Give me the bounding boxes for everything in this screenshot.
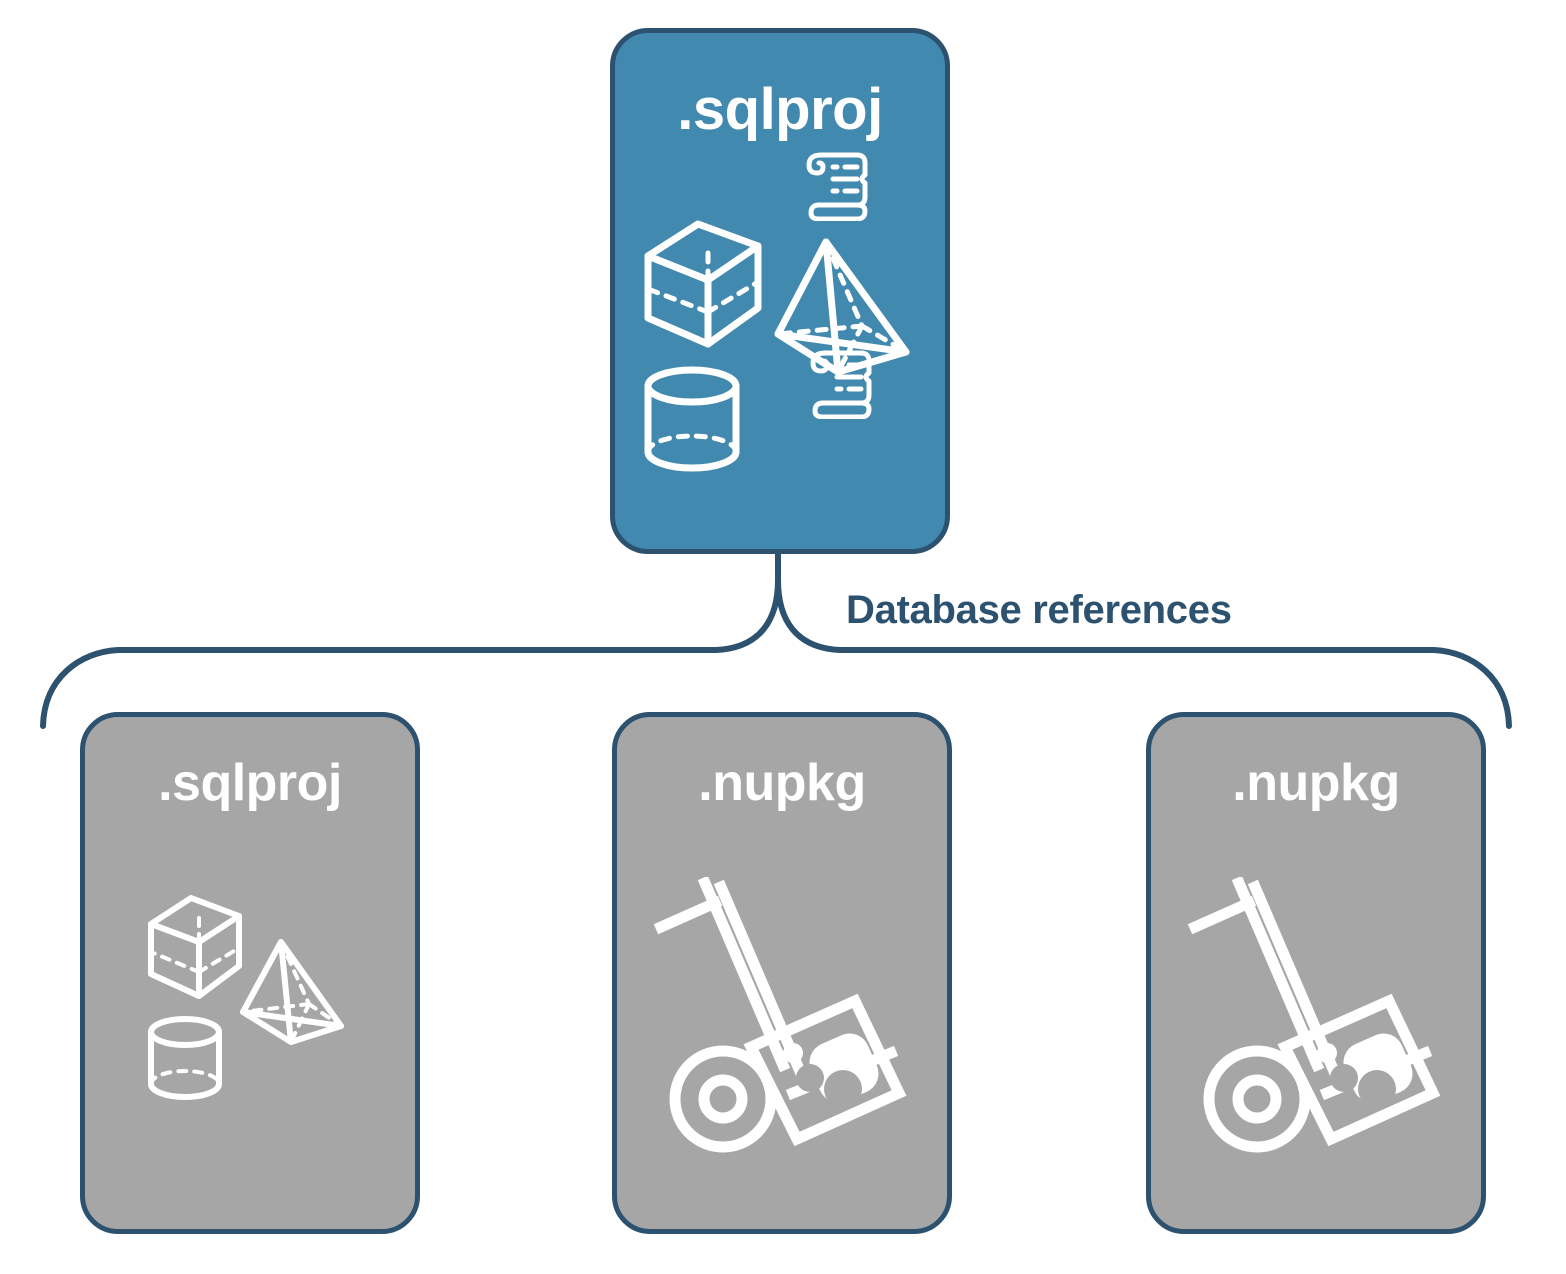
cube-icon bbox=[644, 220, 762, 348]
node-title-ref-2: .nupkg bbox=[698, 754, 866, 812]
node-title-ref-1: .sqlproj bbox=[158, 754, 342, 812]
pyramid-icon bbox=[774, 238, 910, 376]
root-shapes-and-scrolls bbox=[644, 220, 910, 472]
node-sqlproj-reference[interactable]: .sqlproj bbox=[80, 712, 420, 1234]
package-logo bbox=[783, 1033, 879, 1108]
connector-label: Database references bbox=[846, 588, 1232, 632]
node-nupkg-reference-2[interactable]: .nupkg bbox=[1146, 712, 1486, 1234]
package-logo bbox=[1317, 1033, 1413, 1108]
ref-1-icon-group bbox=[85, 809, 415, 1229]
ref-2-icon-group bbox=[617, 809, 947, 1229]
pyramid-icon bbox=[240, 939, 344, 1045]
node-title-ref-3: .nupkg bbox=[1232, 754, 1400, 812]
cylinder-icon bbox=[148, 1016, 222, 1100]
node-nupkg-reference-1[interactable]: .nupkg bbox=[612, 712, 952, 1234]
root-icon-group bbox=[615, 139, 945, 549]
scroll-icon bbox=[810, 350, 872, 419]
node-sqlproj-root[interactable]: .sqlproj bbox=[610, 28, 950, 554]
dolly-wheel bbox=[1203, 1045, 1311, 1153]
hand-truck-package-icon bbox=[1187, 877, 1441, 1153]
cube-icon bbox=[148, 895, 242, 999]
scroll-icon bbox=[806, 152, 868, 221]
ref-3-icon-group bbox=[1151, 809, 1481, 1229]
node-title-root: .sqlproj bbox=[677, 77, 883, 142]
ref-1-shapes bbox=[148, 895, 344, 1100]
cylinder-icon bbox=[644, 366, 740, 472]
dolly-wheel bbox=[669, 1045, 777, 1153]
hand-truck-package-icon bbox=[653, 877, 907, 1153]
